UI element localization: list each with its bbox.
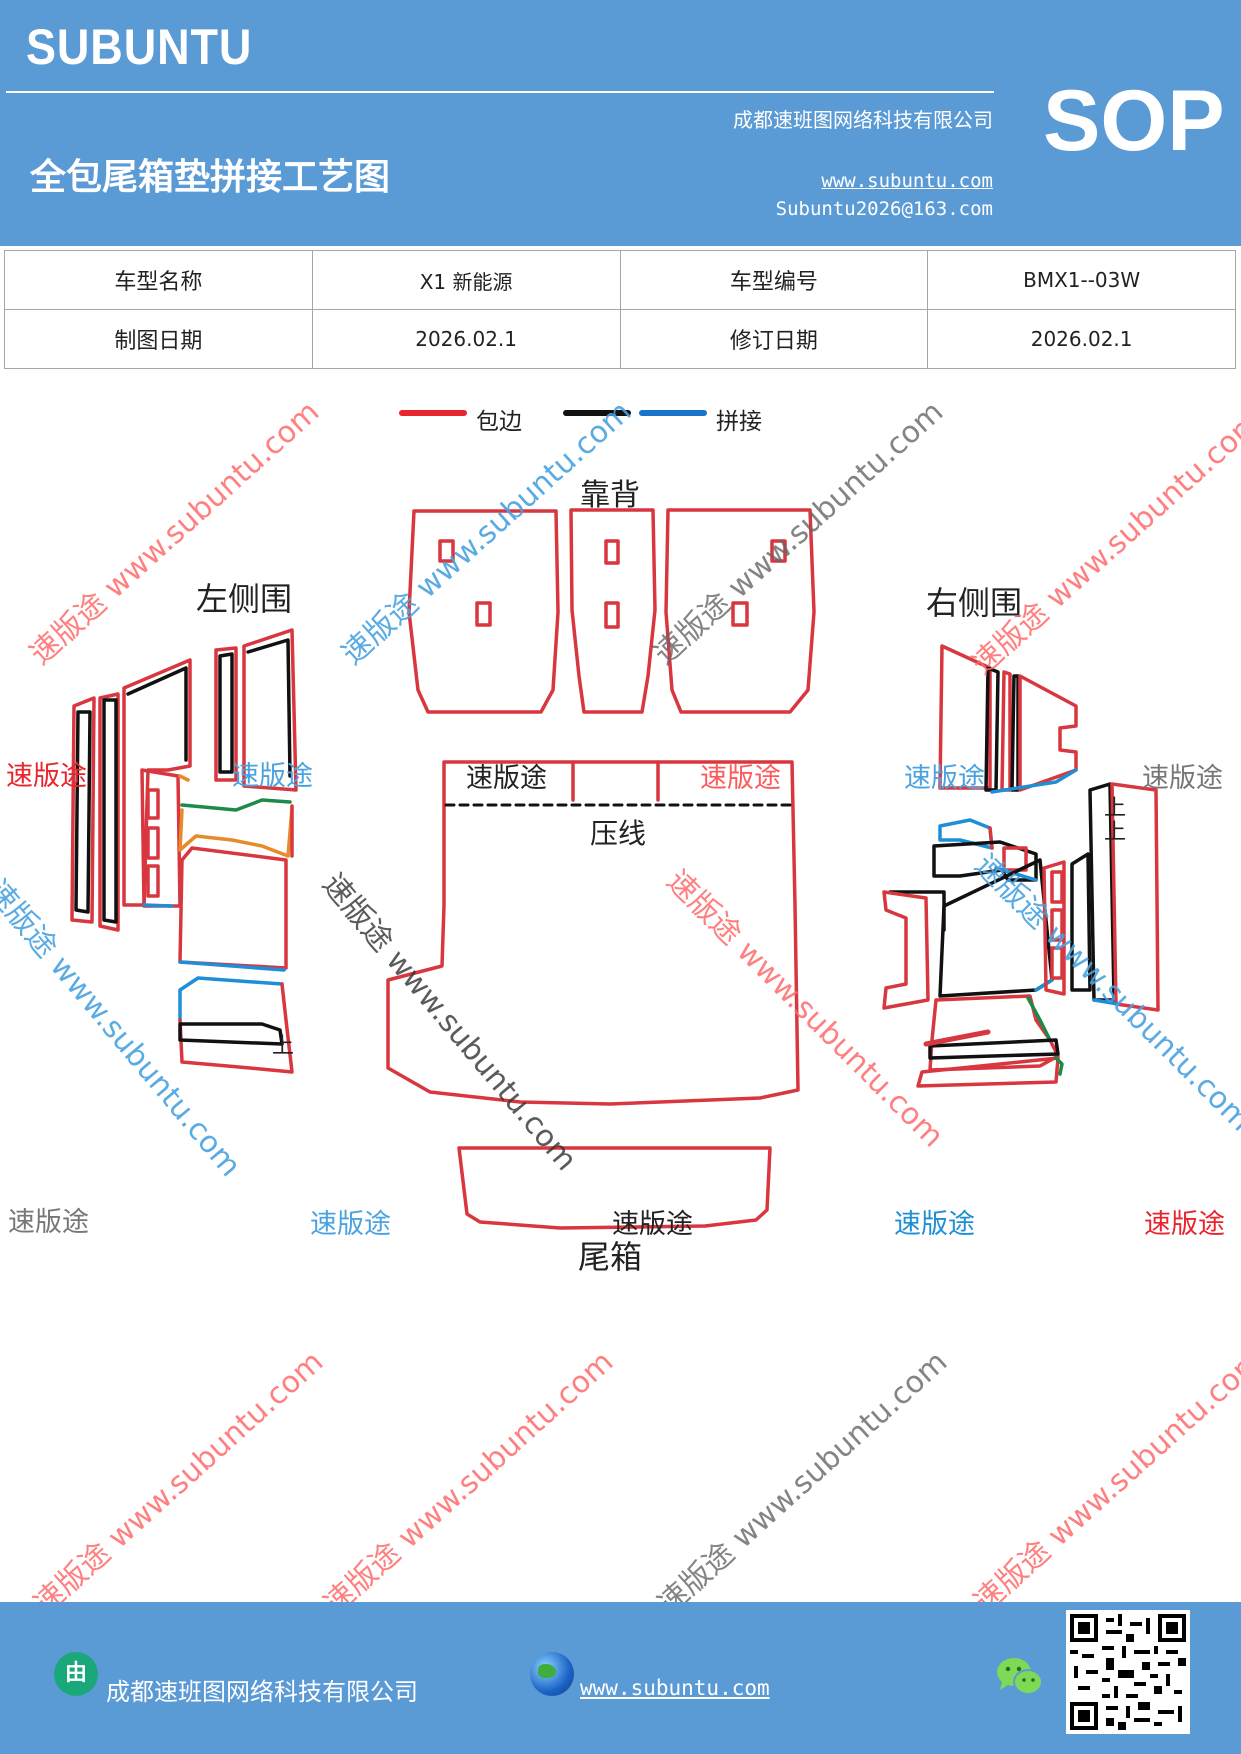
label-up-right-b: 上 [1104, 820, 1127, 845]
value-revise-date: 2026.02.1 [927, 309, 1236, 369]
footer-company-name: 成都速班图网络科技有限公司 [106, 1678, 418, 1706]
website-link[interactable]: www.subuntu.com [821, 170, 993, 192]
watermark-stamp: 速版途 [8, 1207, 89, 1238]
qr-code-image[interactable] [1066, 1610, 1190, 1734]
trunk-floor [386, 760, 800, 1106]
company-logo-icon: 由 [54, 1652, 98, 1696]
label-model-code: 车型编号 [619, 250, 929, 310]
watermark-diagonal: 速版途 www.subuntu.com [27, 1344, 331, 1622]
watermark-stamp: 速版途 [310, 1209, 391, 1240]
email-address: Subuntu2026@163.com [775, 198, 993, 220]
watermark-diagonal: 速版途 www.subuntu.com [651, 1344, 955, 1622]
watermark-stamp: 速版途 [6, 761, 87, 792]
label-model-name: 车型名称 [4, 250, 313, 310]
label-left-side: 左侧围 [196, 580, 293, 618]
watermark-stamp: 速版途 [612, 1209, 693, 1240]
watermark-diagonal: 速版途 www.subuntu.com [317, 1344, 621, 1622]
header-divider [6, 91, 994, 93]
footer-website-link[interactable]: www.subuntu.com [580, 1676, 770, 1700]
watermark-stamp: 速版途 [700, 763, 781, 794]
watermark-stamp: 速版途 [1144, 1209, 1225, 1240]
label-press-line: 压线 [590, 817, 647, 850]
label-right-side: 右侧围 [926, 584, 1023, 622]
watermark-stamp: 速版途 [232, 761, 313, 792]
company-name: 成都速班图网络科技有限公司 [733, 108, 993, 132]
page-title: 全包尾箱垫拼接工艺图 [30, 157, 391, 198]
table-row: 车型名称 X1 新能源 车型编号 BMX1--03W [4, 250, 1236, 310]
legend-label-edge: 包边 [476, 409, 522, 435]
watermark-stamp: 速版途 [904, 763, 985, 794]
value-draw-date: 2026.02.1 [311, 309, 621, 369]
header-banner: SUBUNTU 成都速班图网络科技有限公司 全包尾箱垫拼接工艺图 www.sub… [0, 0, 1241, 246]
value-model-name: X1 新能源 [311, 250, 621, 310]
trunk-lip-panel [457, 1146, 772, 1230]
value-model-code: BMX1--03W [927, 250, 1236, 310]
footer-banner: 由 成都速班图网络科技有限公司 www.subuntu.com [0, 1602, 1241, 1754]
legend-label-splice: 拼接 [716, 409, 762, 435]
label-trunk: 尾箱 [578, 1238, 643, 1276]
watermark-stamp: 速版途 [894, 1209, 975, 1240]
right-side-panels [882, 644, 1160, 1088]
globe-icon [530, 1652, 574, 1696]
left-side-panels [70, 628, 298, 1074]
backrest-panels [407, 508, 816, 714]
diagram-canvas [70, 410, 1160, 1230]
watermark-diagonal: 速版途 www.subuntu.com [967, 1342, 1241, 1620]
table-row: 制图日期 2026.02.1 修订日期 2026.02.1 [4, 309, 1236, 369]
label-up-left: 上 [272, 1034, 295, 1059]
watermark-stamp: 速版途 [466, 763, 547, 794]
label-revise-date: 修订日期 [619, 309, 929, 369]
wechat-icon [997, 1658, 1043, 1695]
label-draw-date: 制图日期 [4, 309, 313, 369]
brand-logo: SUBUNTU [26, 19, 253, 75]
watermark-stamp: 速版途 [1142, 763, 1223, 794]
info-table: 车型名称 X1 新能源 车型编号 BMX1--03W 制图日期 2026.02.… [4, 250, 1236, 369]
doc-type-label: SOP [1043, 73, 1225, 169]
label-backrest: 靠背 [580, 478, 640, 513]
label-up-right-a: 上 [1104, 796, 1127, 821]
